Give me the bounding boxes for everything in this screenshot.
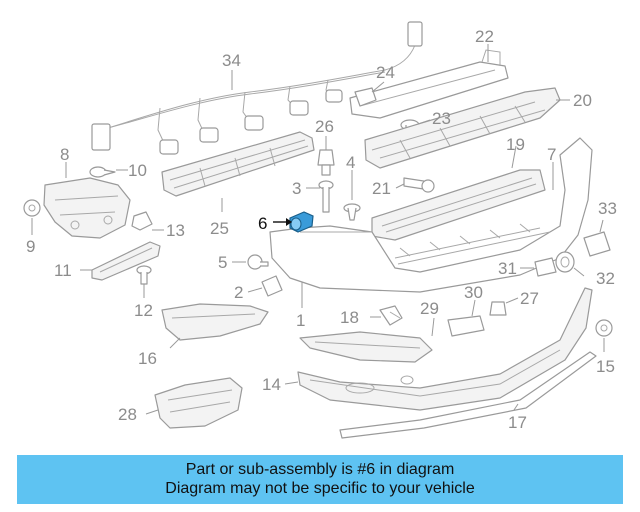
callout-12: 12 [134, 301, 153, 320]
callout-3: 3 [292, 179, 301, 198]
part-bumper-beam [371, 169, 546, 241]
part-bolt-21 [403, 177, 435, 193]
part-screw-12 [136, 265, 152, 285]
callout-30: 30 [464, 283, 483, 302]
harness-connector-main [91, 123, 111, 151]
part-sensor-bracket-33 [583, 231, 611, 257]
part-ring-32 [555, 251, 575, 273]
callout-34: 34 [222, 51, 241, 70]
callout-31: 31 [498, 259, 517, 278]
part-upper-bracket [349, 61, 509, 119]
callout-33: 33 [598, 199, 617, 218]
callout-4: 4 [346, 153, 355, 172]
part-6-highlighted [289, 211, 314, 233]
info-banner: Part or sub-assembly is #6 in diagram Di… [17, 455, 623, 504]
callout-1: 1 [296, 311, 305, 330]
callout-28: 28 [118, 405, 137, 424]
part-nut-13 [131, 211, 153, 231]
callout-9: 9 [26, 237, 35, 256]
callout-15: 15 [596, 357, 615, 376]
harness-connector-top [407, 21, 423, 47]
callout-14: 14 [262, 375, 281, 394]
callout-10: 10 [128, 161, 147, 180]
callout-24: 24 [376, 63, 395, 82]
part-push-pin-9 [23, 199, 41, 217]
part-clip-26 [317, 149, 335, 176]
part-screw-10 [89, 166, 116, 178]
part-push-clip-15 [595, 319, 613, 337]
part-diffuser-strip [339, 351, 597, 439]
callout-21: 21 [372, 179, 391, 198]
banner-line-disclaimer: Diagram may not be specific to your vehi… [165, 480, 475, 497]
part-lower-valance [297, 287, 593, 411]
callout-labels: 34 8 10 9 11 13 12 25 26 3 4 6 5 2 1 21 … [26, 27, 617, 432]
banner-line-part-number: Part or sub-assembly is #6 in diagram [185, 461, 455, 478]
callout-27: 27 [520, 289, 539, 308]
callout-2: 2 [234, 283, 243, 302]
callout-11: 11 [54, 261, 72, 280]
callout-13: 13 [166, 221, 185, 240]
part-reflector-29 [299, 331, 433, 363]
callout-25: 25 [210, 219, 229, 238]
part-bumper-cover [269, 137, 593, 293]
callout-7: 7 [547, 145, 556, 164]
callout-5: 5 [218, 253, 227, 272]
part-lower-bracket-16 [161, 303, 269, 341]
callout-8: 8 [60, 145, 69, 164]
part-bolt-5 [247, 254, 269, 270]
part-sensor-31 [534, 257, 557, 277]
part-side-bracket-28 [154, 377, 243, 429]
part-connector-24 [354, 87, 377, 107]
part-bracket-2 [261, 275, 283, 297]
callout-26: 26 [315, 117, 334, 136]
callout-16: 16 [138, 349, 157, 368]
callout-20: 20 [573, 91, 592, 110]
parts-diagram: 34 8 10 9 11 13 12 25 26 3 4 6 5 2 1 21 … [23, 21, 617, 439]
callout-18: 18 [340, 308, 359, 327]
part-bolt-3 [318, 180, 334, 213]
part-side-bracket [91, 241, 161, 281]
callout-22: 22 [475, 27, 494, 46]
callout-19: 19 [506, 135, 525, 154]
callout-32: 32 [596, 269, 615, 288]
part-left-bracket [43, 177, 131, 239]
callout-17: 17 [508, 413, 527, 432]
callout-23: 23 [432, 109, 451, 128]
part-push-clip-4 [343, 203, 361, 221]
callout-6: 6 [258, 214, 267, 233]
part-fog-lamp [379, 305, 403, 326]
part-wiring-harness [91, 21, 423, 155]
callout-29: 29 [420, 299, 439, 318]
part-reflector-30 [447, 315, 485, 337]
leader-lines [31, 44, 605, 415]
part-clip-27 [489, 301, 507, 316]
